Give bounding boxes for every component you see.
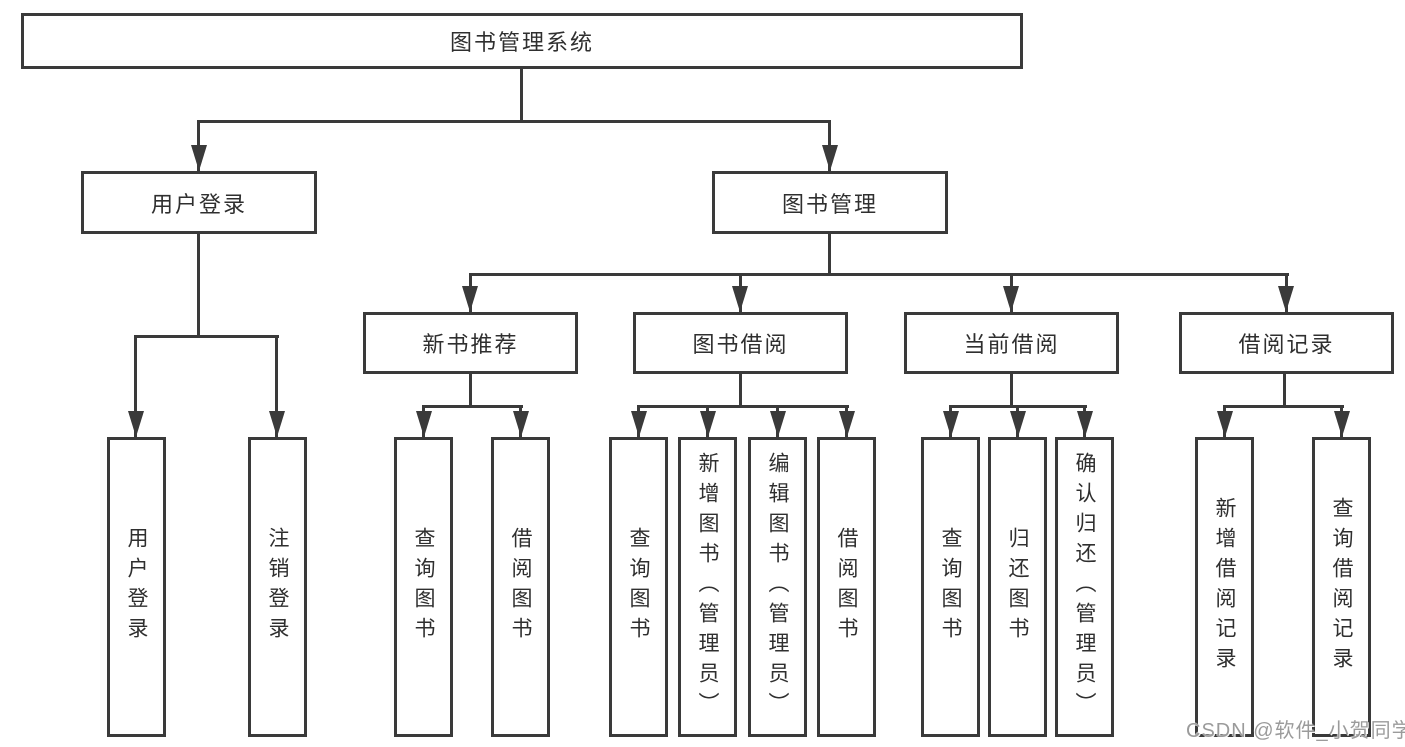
leaf-label: 编辑图书（管理员） (766, 452, 789, 722)
arrowhead-down-icon (513, 411, 529, 437)
leaf-current-return-books: 归还图书 (988, 437, 1047, 737)
leaf-label: 用户登录 (125, 527, 148, 647)
leaf-label: 新增图书（管理员） (696, 452, 719, 722)
arrowhead-down-icon (770, 411, 786, 437)
connector-line (637, 405, 849, 408)
connector-line (469, 374, 472, 405)
arrowhead-down-icon (1217, 411, 1233, 437)
leaf-records-query-record: 查询借阅记录 (1312, 437, 1371, 737)
leaf-borrowing-edit-books-admin: 编辑图书（管理员） (748, 437, 807, 737)
connector-line (422, 405, 523, 408)
connector-line (1010, 374, 1013, 405)
leaf-label: 注销登录 (266, 527, 289, 647)
leaf-borrowing-add-books-admin: 新增图书（管理员） (678, 437, 737, 737)
leaf-label: 查询图书 (412, 527, 435, 647)
node-label: 用户登录 (150, 191, 247, 217)
node-book-management: 图书管理 (712, 171, 948, 234)
connector-line (197, 234, 200, 335)
connector-line (1223, 405, 1344, 408)
connector-line (134, 335, 279, 338)
arrowhead-down-icon (416, 411, 432, 437)
connector-line (828, 234, 831, 273)
arrowhead-down-icon (1334, 411, 1350, 437)
arrowhead-down-icon (732, 286, 748, 312)
arrowhead-down-icon (269, 411, 285, 437)
csdn-watermark: CSDN @软件_小贺同学 (1186, 720, 1405, 742)
connector-line (739, 374, 742, 405)
node-label: 借阅记录 (1238, 332, 1335, 357)
leaf-user-login: 用户登录 (107, 437, 166, 737)
leaf-recommend-query-books: 查询图书 (394, 437, 453, 737)
leaf-label: 查询借阅记录 (1330, 497, 1353, 677)
leaf-current-confirm-return-admin: 确认归还（管理员） (1055, 437, 1114, 737)
arrowhead-down-icon (1077, 411, 1093, 437)
leaf-label: 查询图书 (939, 527, 962, 647)
arrowhead-down-icon (1010, 411, 1026, 437)
node-label: 图书管理 (781, 191, 878, 217)
connector-line (469, 273, 1289, 276)
leaf-label: 归还图书 (1006, 527, 1029, 647)
arrowhead-down-icon (631, 411, 647, 437)
leaf-label: 确认归还（管理员） (1073, 452, 1096, 722)
node-user-login: 用户登录 (81, 171, 317, 234)
leaf-recommend-borrow-books: 借阅图书 (491, 437, 550, 737)
arrowhead-down-icon (700, 411, 716, 437)
arrowhead-down-icon (191, 145, 207, 171)
connector-line (197, 120, 831, 123)
arrowhead-down-icon (943, 411, 959, 437)
leaf-borrowing-borrow-books: 借阅图书 (817, 437, 876, 737)
node-label: 图书管理系统 (449, 30, 594, 55)
arrowhead-down-icon (128, 411, 144, 437)
leaf-borrowing-query-books: 查询图书 (609, 437, 668, 737)
node-label: 新书推荐 (422, 332, 519, 357)
node-label: 当前借阅 (963, 332, 1060, 357)
node-borrowing-records: 借阅记录 (1179, 312, 1394, 374)
connector-line (275, 335, 278, 437)
connector-line (134, 335, 137, 437)
leaf-label: 查询图书 (627, 527, 650, 647)
arrowhead-down-icon (1003, 286, 1019, 312)
arrowhead-down-icon (839, 411, 855, 437)
leaf-label: 新增借阅记录 (1213, 497, 1236, 677)
node-new-book-recommendation: 新书推荐 (363, 312, 578, 374)
leaf-current-query-books: 查询图书 (921, 437, 980, 737)
leaf-logout: 注销登录 (248, 437, 307, 737)
leaf-label: 借阅图书 (835, 527, 858, 647)
leaf-label: 借阅图书 (509, 527, 532, 647)
leaf-records-add-record: 新增借阅记录 (1195, 437, 1254, 737)
arrowhead-down-icon (462, 286, 478, 312)
connector-line (520, 69, 523, 120)
arrowhead-down-icon (1278, 286, 1294, 312)
arrowhead-down-icon (822, 145, 838, 171)
node-current-borrowing: 当前借阅 (904, 312, 1119, 374)
node-label: 图书借阅 (692, 332, 789, 357)
node-book-borrowing: 图书借阅 (633, 312, 848, 374)
node-library-system: 图书管理系统 (21, 13, 1023, 69)
connector-line (1283, 374, 1286, 405)
